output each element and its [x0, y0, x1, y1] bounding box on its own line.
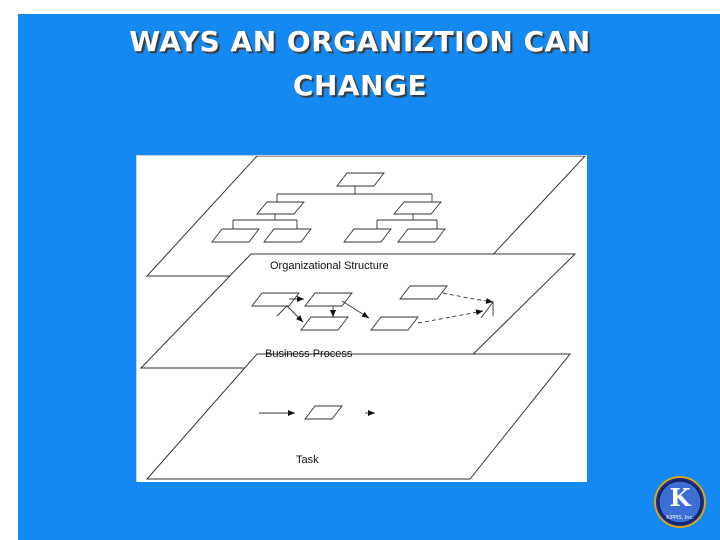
org-box-leaf-4 [397, 228, 446, 243]
logo-caption: KIPPIS, Inc. [666, 515, 694, 521]
logo-icon: K KIPPIS, Inc. [654, 476, 706, 528]
layer-label-business-process: Business Process [265, 348, 353, 360]
process-flow [251, 285, 494, 331]
layers-diagram: Organizational Structure Business Proces… [136, 155, 587, 482]
task-flow [259, 405, 375, 420]
layers-diagram-svg [139, 156, 586, 480]
layer-label-task: Task [296, 454, 319, 466]
org-box-right [393, 201, 442, 215]
title-line-1: WAYS AN ORGANIZTION CAN [129, 25, 591, 58]
org-box-leaf-3 [343, 228, 392, 243]
process-box-2 [304, 292, 353, 307]
process-box-3 [300, 316, 349, 331]
org-chart [211, 172, 446, 243]
process-box-5 [399, 285, 448, 300]
title-line-2: CHANGE [292, 69, 428, 102]
org-box-leaf-1 [211, 228, 260, 243]
slide-title: WAYS AN ORGANIZTION CAN CHANGE [40, 20, 680, 108]
logo-letter: K [670, 483, 692, 512]
org-box-leaf-2 [263, 228, 312, 243]
org-box-left [256, 201, 305, 215]
process-box-1 [251, 292, 300, 307]
company-logo: K KIPPIS, Inc. [653, 475, 707, 529]
task-plane [145, 353, 572, 480]
layer-label-org-structure: Organizational Structure [270, 260, 389, 272]
task-box [304, 405, 343, 420]
process-box-4 [370, 316, 419, 331]
org-box-top [336, 172, 385, 187]
